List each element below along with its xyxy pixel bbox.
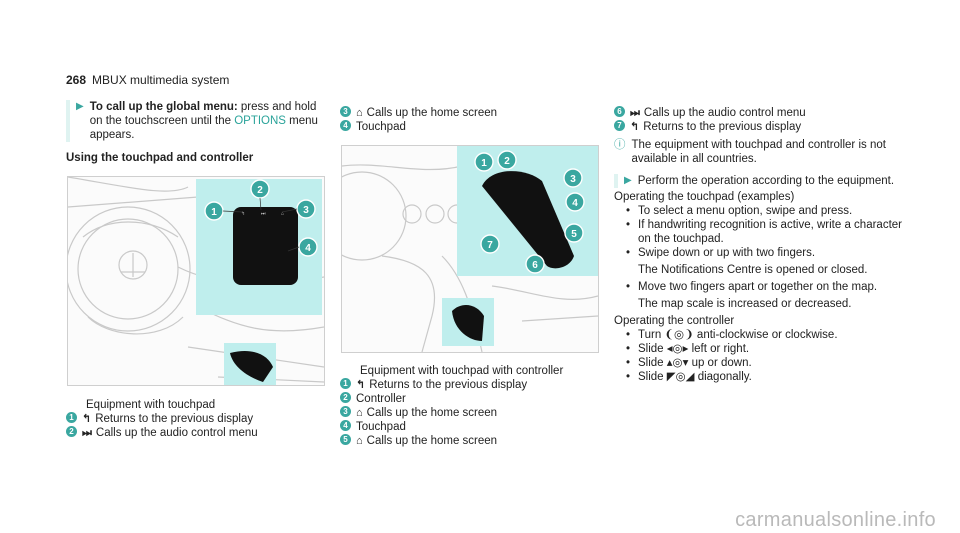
bullet-item: Swipe down or up with two fingers. <box>614 246 904 260</box>
section-title: MBUX multimedia system <box>92 73 230 87</box>
legend-item: 5⌂Calls up the home screen <box>340 434 602 448</box>
back-icon: ↰ <box>356 379 366 391</box>
bullet-item: Turn ❨◎❩ anti-clockwise or clockwise. <box>614 328 904 342</box>
back-icon: ↰ <box>82 413 92 425</box>
svg-text:7: 7 <box>487 240 493 251</box>
figure-1-caption-block: Equipment with touchpad 1↰Returns to the… <box>66 398 328 440</box>
audio-skip-icon: ⏭ <box>82 427 92 439</box>
home-icon: ⌂ <box>356 407 363 419</box>
audio-skip-icon: ⏭ <box>630 107 640 119</box>
svg-text:⏭: ⏭ <box>261 211 266 217</box>
perform-step: ▶ Perform the operation according to the… <box>614 174 904 188</box>
svg-text:↰: ↰ <box>241 211 245 217</box>
controller-illustration: 1 2 3 4 5 6 7 <box>342 146 598 352</box>
svg-text:6: 6 <box>532 260 538 271</box>
global-menu-step: ▶ To call up the global menu: press and … <box>66 100 328 142</box>
legend-item: 2⏭Calls up the audio control menu <box>66 426 328 440</box>
bullet-item: Move two fingers apart or together on th… <box>614 280 904 294</box>
svg-text:5: 5 <box>571 229 577 240</box>
svg-text:1: 1 <box>211 207 217 218</box>
bullet-item: If handwriting recognition is active, wr… <box>614 218 904 246</box>
swipe-result: The Notifications Centre is opened or cl… <box>638 264 868 276</box>
legend-item: 3⌂Calls up the home screen <box>340 406 602 420</box>
watermark: carmanualsonline.info <box>735 509 936 531</box>
touchpad-illustration: ↰ ⏭ ⌂ 1 2 3 4 <box>68 177 324 385</box>
bullet-item: Slide ▴◎▾ up or down. <box>614 356 904 370</box>
controller-heading: Operating the controller <box>614 315 735 327</box>
subheading: Using the touchpad and controller <box>66 152 254 164</box>
controller-turn-icon: ❨◎❩ <box>664 329 694 341</box>
step-title: To call up the global menu: <box>89 101 238 113</box>
column-3: 6⏭Calls up the audio control menu 7↰Retu… <box>614 106 904 384</box>
back-icon: ↰ <box>630 121 640 133</box>
figure-caption: Equipment with touchpad with controller <box>360 365 564 377</box>
figure-touchpad: ↰ ⏭ ⌂ 1 2 3 4 <box>67 176 325 386</box>
page-number: 268 <box>66 73 87 87</box>
step-arrow-icon: ▶ <box>624 175 632 186</box>
svg-text:2: 2 <box>257 185 263 196</box>
svg-text:1: 1 <box>481 158 487 169</box>
figure-2-caption-block: Equipment with touchpad with controller … <box>340 364 602 448</box>
step-arrow-icon: ▶ <box>76 101 84 112</box>
page-header: 268 MBUX multimedia system <box>66 73 229 87</box>
info-icon: ⓘ <box>614 139 626 151</box>
bullet-item: To select a menu option, swipe and press… <box>614 204 904 218</box>
home-icon: ⌂ <box>356 107 363 119</box>
svg-text:⌂: ⌂ <box>281 211 284 217</box>
column-1: ▶ To call up the global menu: press and … <box>66 100 328 165</box>
bullet-item: Slide ◂◎▸ left or right. <box>614 342 904 356</box>
spread-result: The map scale is increased or decreased. <box>638 298 852 310</box>
touchpad-heading: Operating the touchpad (examples) <box>614 191 795 203</box>
controller-slide-vertical-icon: ▴◎▾ <box>666 357 689 369</box>
controller-slide-diagonal-icon: ◤◎◢ <box>666 371 695 383</box>
svg-text:2: 2 <box>504 156 510 167</box>
legend-item: 1↰Returns to the previous display <box>340 378 602 392</box>
svg-text:4: 4 <box>305 243 311 254</box>
bullet-item: Slide ◤◎◢ diagonally. <box>614 370 904 384</box>
options-menu-label: OPTIONS <box>234 115 286 127</box>
legend-item: 3⌂Calls up the home screen <box>340 106 602 120</box>
figure-caption: Equipment with touchpad <box>86 399 216 411</box>
svg-text:4: 4 <box>572 198 578 209</box>
svg-text:3: 3 <box>303 205 309 216</box>
home-icon: ⌂ <box>356 435 363 447</box>
svg-text:3: 3 <box>570 174 576 185</box>
legend-item: 7↰Returns to the previous display <box>614 120 904 134</box>
controller-slide-horizontal-icon: ◂◎▸ <box>666 343 689 355</box>
figure-touchpad-controller: 1 2 3 4 5 6 7 <box>341 145 599 353</box>
legend-item: 1↰Returns to the previous display <box>66 412 328 426</box>
legend-item: 6⏭Calls up the audio control menu <box>614 106 904 120</box>
